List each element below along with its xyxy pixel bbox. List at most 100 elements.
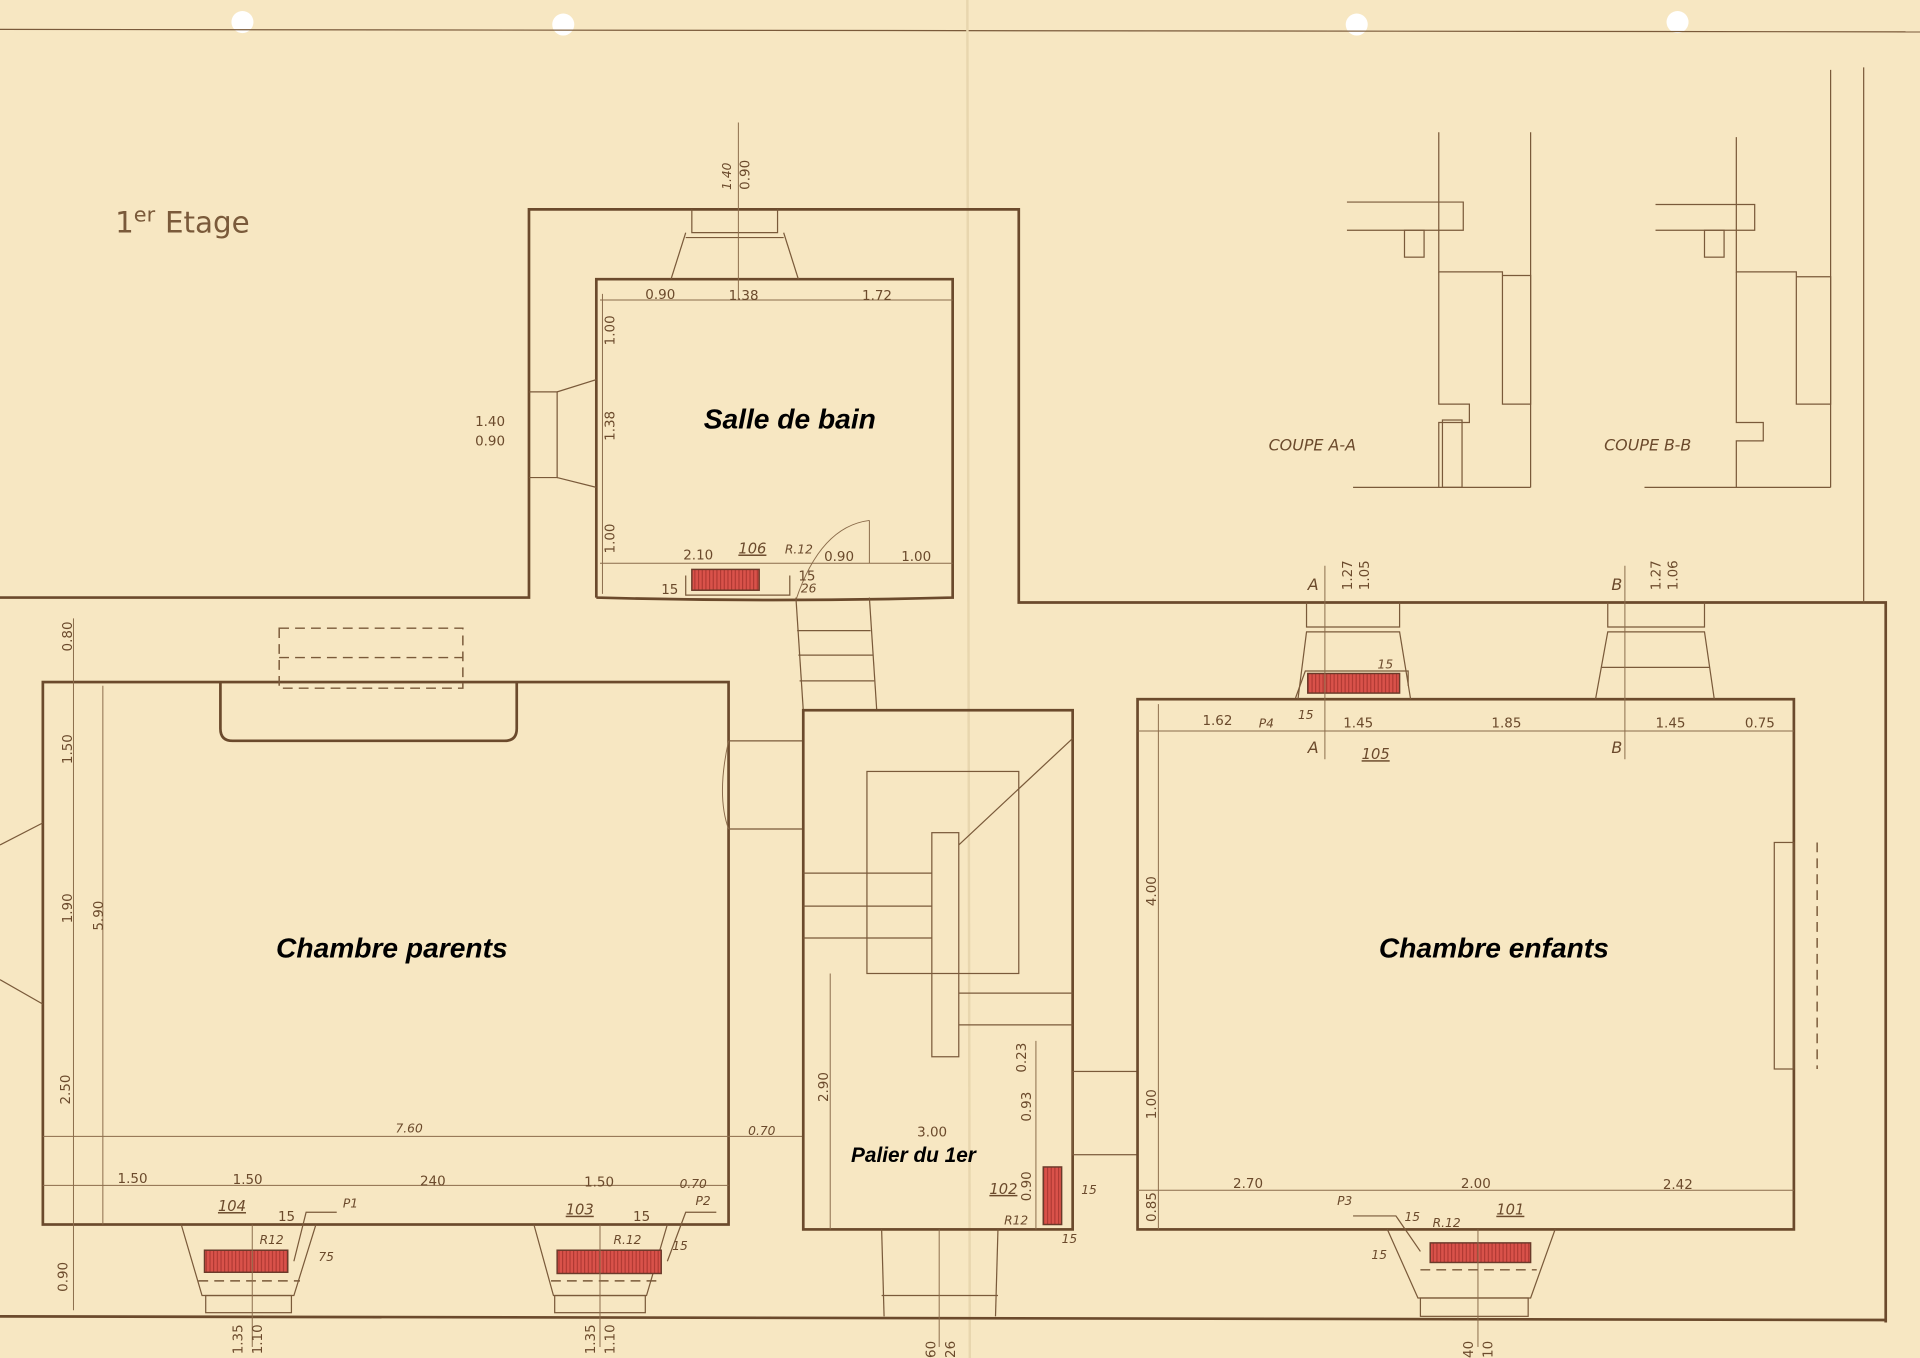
sheet-edge [0, 28, 1920, 33]
svg-text:106: 106 [738, 540, 766, 557]
svg-text:1.06: 1.06 [1667, 560, 1682, 590]
svg-text:40: 40 [1462, 1341, 1477, 1358]
svg-text:1.85: 1.85 [1491, 716, 1521, 731]
svg-text:0.90: 0.90 [1020, 1171, 1035, 1201]
svg-text:2.42: 2.42 [1663, 1178, 1693, 1193]
svg-text:1.35: 1.35 [231, 1324, 246, 1354]
svg-text:1.50: 1.50 [118, 1172, 148, 1187]
svg-text:1.05: 1.05 [1358, 560, 1373, 590]
svg-text:0.80: 0.80 [61, 621, 76, 651]
parents-bedroom [0, 618, 804, 1347]
svg-text:1.45: 1.45 [1343, 716, 1373, 731]
room-label-bathroom: Salle de bain [704, 404, 876, 435]
svg-text:1.00: 1.00 [1145, 1089, 1160, 1119]
svg-text:1.35: 1.35 [584, 1324, 599, 1354]
svg-text:15: 15 [1378, 658, 1394, 672]
svg-text:15: 15 [1371, 1248, 1387, 1262]
svg-text:1.90: 1.90 [61, 893, 76, 923]
svg-text:5.90: 5.90 [92, 901, 107, 931]
outer-walls [0, 67, 1888, 1323]
svg-text:60: 60 [925, 1341, 940, 1358]
svg-text:1.00: 1.00 [604, 524, 619, 554]
section-b-label: COUPE B-B [1604, 436, 1691, 455]
radiator-103 [556, 1249, 662, 1275]
radiator-101 [1429, 1242, 1532, 1264]
radiator-105 [1307, 672, 1401, 694]
svg-text:3.00: 3.00 [917, 1125, 947, 1140]
svg-text:P1: P1 [343, 1196, 358, 1210]
room-numbers: 106 105 104 103 102 101 A A B B [218, 540, 1622, 1218]
svg-text:R12: R12 [1004, 1214, 1028, 1228]
svg-text:104: 104 [218, 1198, 246, 1215]
svg-text:105: 105 [1362, 746, 1390, 763]
svg-text:B: B [1611, 738, 1622, 757]
stairs-upper [795, 597, 878, 711]
svg-text:1.40: 1.40 [475, 415, 505, 430]
svg-text:15: 15 [278, 1210, 295, 1225]
svg-text:1.00: 1.00 [604, 315, 619, 345]
svg-text:1.10: 1.10 [251, 1324, 266, 1354]
svg-text:0.93: 0.93 [1020, 1092, 1035, 1122]
svg-text:R.12: R.12 [613, 1233, 641, 1247]
svg-text:2.50: 2.50 [59, 1075, 74, 1105]
svg-text:1.27: 1.27 [1649, 560, 1664, 590]
svg-text:0.90: 0.90 [645, 288, 675, 303]
svg-text:15: 15 [661, 583, 678, 598]
parents-dimensions: 0.80 1.50 1.90 5.90 2.50 7.60 0.70 1.50 … [56, 621, 775, 1354]
svg-text:1.38: 1.38 [729, 289, 759, 304]
svg-text:26: 26 [944, 1341, 959, 1358]
svg-text:15: 15 [1298, 708, 1314, 722]
svg-text:0.90: 0.90 [475, 435, 505, 450]
svg-text:1.62: 1.62 [1202, 714, 1232, 729]
svg-text:1.40: 1.40 [720, 162, 734, 189]
svg-text:0.70: 0.70 [680, 1177, 707, 1191]
children-top-dimensions: 1.27 1.05 1.27 1.06 1.62 P4 15 1.45 1.85… [1202, 560, 1774, 731]
svg-text:240: 240 [420, 1174, 446, 1189]
svg-text:0.70: 0.70 [748, 1124, 775, 1138]
svg-text:1.50: 1.50 [61, 734, 76, 764]
svg-text:B: B [1611, 575, 1622, 594]
svg-text:15: 15 [798, 569, 815, 584]
section-drawings: COUPE A-A COUPE B-B [1269, 69, 1832, 488]
svg-text:A: A [1307, 575, 1319, 594]
svg-text:15: 15 [1081, 1183, 1097, 1197]
bathroom [528, 122, 954, 602]
children-bedroom [1136, 565, 1818, 1347]
svg-text:0.85: 0.85 [1145, 1192, 1160, 1222]
svg-text:1.38: 1.38 [604, 411, 619, 441]
svg-text:1.27: 1.27 [1341, 560, 1356, 590]
svg-text:0.90: 0.90 [56, 1262, 71, 1292]
svg-text:1.50: 1.50 [233, 1173, 263, 1188]
svg-text:P4: P4 [1259, 716, 1274, 730]
radiator-106 [691, 568, 760, 591]
svg-text:7.60: 7.60 [396, 1122, 423, 1136]
svg-text:1.10: 1.10 [604, 1324, 619, 1354]
svg-text:0.23: 0.23 [1015, 1043, 1030, 1073]
svg-text:P2: P2 [696, 1194, 711, 1208]
svg-text:10: 10 [1482, 1341, 1497, 1358]
svg-text:1.72: 1.72 [862, 289, 892, 304]
room-label-landing: Palier du 1er [851, 1144, 978, 1167]
svg-text:1.50: 1.50 [584, 1176, 614, 1191]
svg-text:R12: R12 [260, 1233, 284, 1247]
svg-text:1.00: 1.00 [901, 550, 931, 565]
svg-text:15: 15 [1404, 1210, 1420, 1224]
fold-line [966, 0, 972, 1358]
svg-text:0.75: 0.75 [1745, 716, 1775, 731]
radiator-102 [1042, 1166, 1063, 1226]
svg-text:2.90: 2.90 [817, 1072, 832, 1102]
landing [801, 708, 1139, 1347]
svg-text:R.12: R.12 [1433, 1216, 1461, 1230]
svg-text:2.70: 2.70 [1233, 1177, 1263, 1192]
svg-text:15: 15 [1062, 1232, 1078, 1246]
bathroom-dimensions: 1.40 0.90 0.90 1.38 1.72 1.00 1.38 1.00 … [475, 160, 931, 598]
children-bottom-dimensions: 2.70 2.00 2.42 0.85 P3 15 R.12 15 4.00 4… [1145, 876, 1693, 1358]
svg-text:75: 75 [318, 1250, 334, 1264]
svg-text:102: 102 [989, 1181, 1017, 1198]
svg-text:2.00: 2.00 [1461, 1177, 1491, 1192]
svg-text:0.90: 0.90 [738, 160, 753, 190]
svg-text:4.00: 4.00 [1145, 876, 1160, 906]
radiator-104 [203, 1249, 289, 1273]
